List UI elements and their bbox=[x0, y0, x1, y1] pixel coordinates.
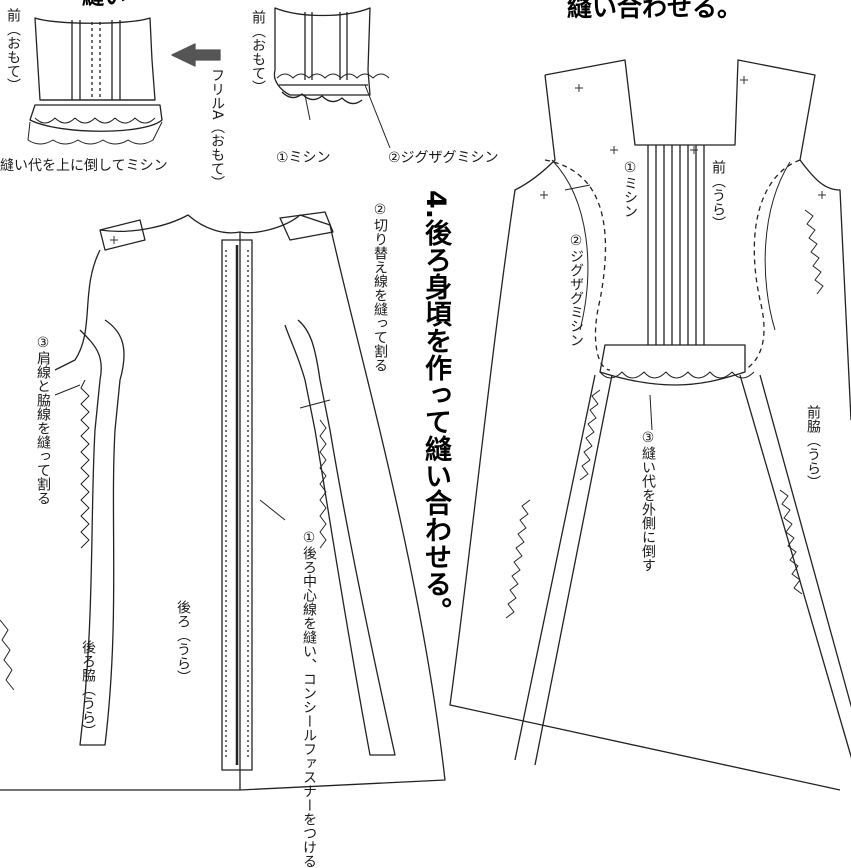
label-back-wrong: 後ろ（うら） bbox=[175, 600, 191, 684]
heading-top-right: 縫い合わせる。 bbox=[567, 0, 743, 22]
label-back-2: ②切り替え線を縫って割る bbox=[372, 202, 388, 372]
small-bodice-middle bbox=[273, 7, 391, 149]
heading-step4: 4.後ろ身頃を作って縫い合わせる。 bbox=[420, 190, 451, 625]
label-zigzag-top: ②ジグザグミシン bbox=[388, 150, 499, 166]
label-front-side-wrong: 前脇（うら） bbox=[805, 405, 821, 489]
label-front-face-left: 前（おもて） bbox=[5, 8, 21, 92]
label-mishin-top: ①ミシン bbox=[276, 150, 331, 166]
grain-marks bbox=[110, 76, 826, 244]
label-back-side-wrong: 後ろ脇（うら） bbox=[80, 640, 96, 738]
label-front-seam-out: ③縫い代を外側に倒す bbox=[640, 430, 656, 572]
label-seam-allowance-up: 縫い代を上に倒してミシン bbox=[0, 158, 168, 174]
heading-cut: 縫い bbox=[82, 0, 126, 9]
label-front-wrong: 前（うら） bbox=[710, 160, 726, 230]
label-frill-a: フリルA（おもて） bbox=[209, 68, 225, 190]
label-back-3: ③肩線と脇線を縫って割る bbox=[35, 335, 51, 505]
front-bodice bbox=[449, 59, 851, 791]
small-bodice-left bbox=[27, 17, 163, 145]
label-front-zigzag: ②ジグザグミシン bbox=[568, 233, 584, 347]
label-front-mishin: ①ミシン bbox=[622, 160, 638, 218]
label-front-face-mid: 前（おもて） bbox=[250, 10, 266, 94]
diagram-drawing bbox=[0, 7, 851, 791]
back-bodice bbox=[0, 211, 446, 791]
left-arrow bbox=[171, 43, 221, 67]
label-back-1: ①後ろ中心線を縫い、コンシールファスナーをつける bbox=[301, 530, 317, 868]
